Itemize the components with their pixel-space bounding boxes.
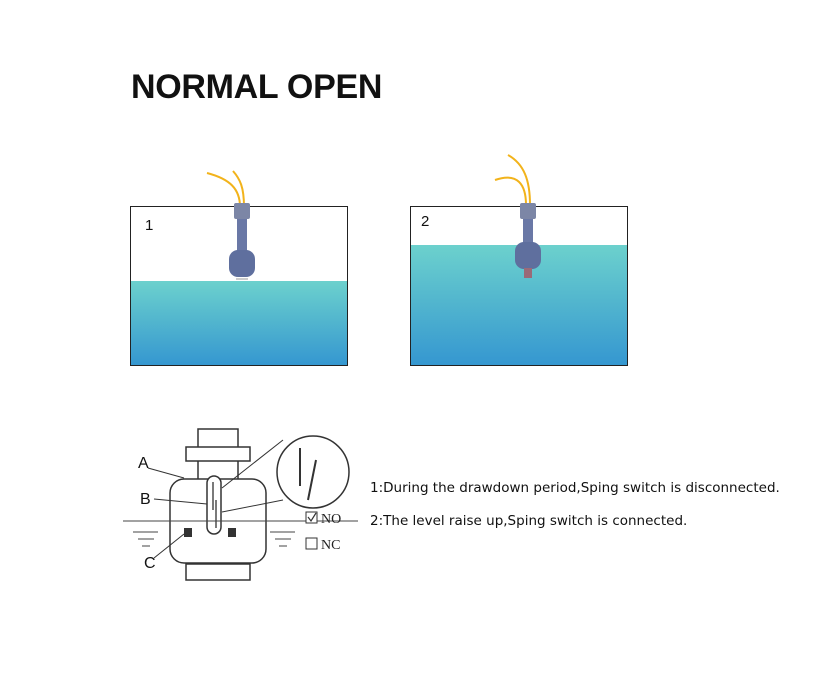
- tank-panel-2: 2: [410, 206, 628, 366]
- panel-number-2: 2: [421, 213, 430, 230]
- note-2: 2:The level raise up,Sping switch is con…: [370, 513, 688, 529]
- notes: 1:During the drawdown period,Sping switc…: [370, 472, 780, 538]
- float-switch-icon-2: [494, 154, 541, 278]
- switch-schematic: A B C NO NC: [123, 428, 358, 581]
- float-switch-icon-1: [206, 170, 255, 280]
- label-b: B: [140, 491, 151, 508]
- legend-nc: NC: [321, 538, 340, 553]
- label-c: C: [144, 555, 156, 572]
- panel-number-1: 1: [145, 217, 154, 234]
- page-title: NORMAL OPEN: [131, 68, 383, 106]
- legend-no: NO: [321, 512, 341, 527]
- water-fill-1: [131, 281, 347, 365]
- note-1: 1:During the drawdown period,Sping switc…: [370, 480, 780, 496]
- label-a: A: [138, 455, 149, 472]
